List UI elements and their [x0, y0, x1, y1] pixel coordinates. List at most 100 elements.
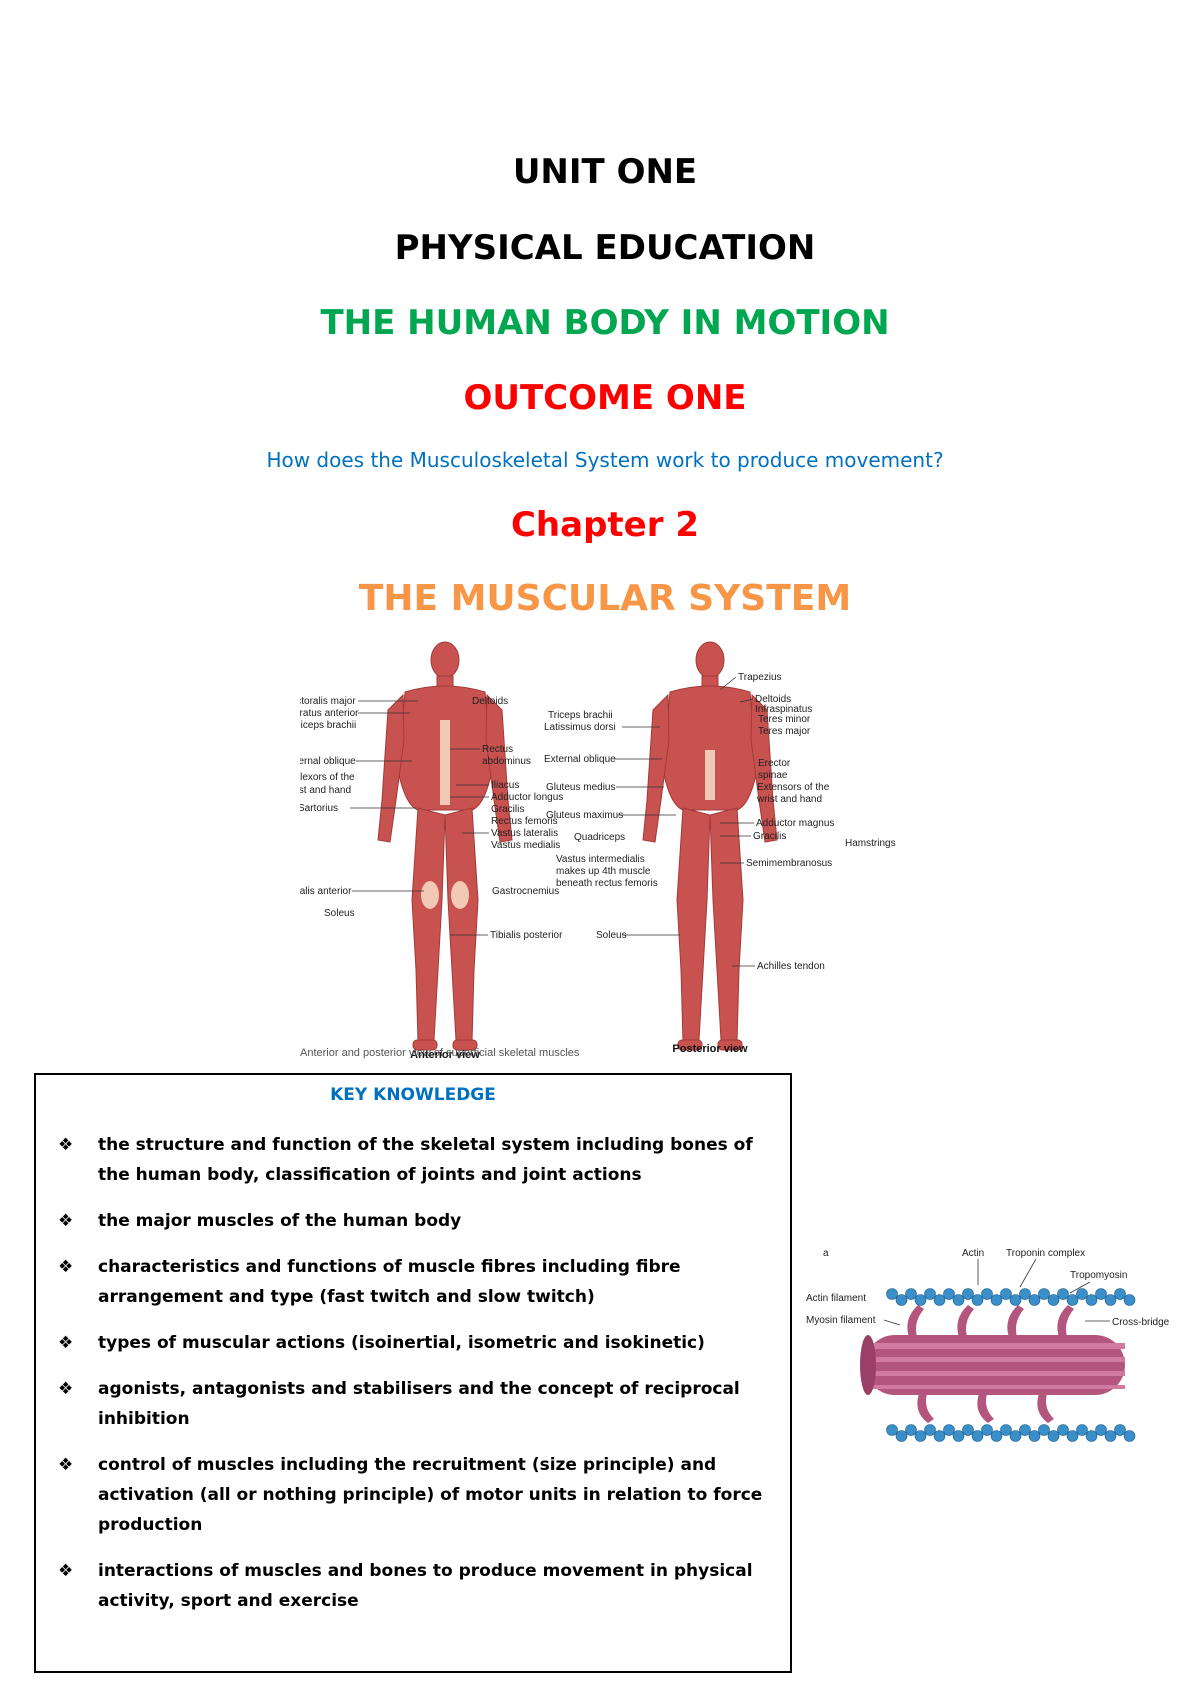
actin-bead — [1047, 1430, 1060, 1442]
key-knowledge-text: the major muscles of the human body — [98, 1211, 462, 1231]
muscle-label: Flexors of the — [300, 772, 355, 783]
actin-bead — [990, 1430, 1003, 1442]
chapter-title: THE MUSCULAR SYSTEM — [358, 578, 852, 619]
muscle-label: External oblique — [300, 756, 356, 767]
troponin-complex-label: Troponin complex — [1006, 1248, 1085, 1259]
actin-bead — [943, 1424, 955, 1436]
key-knowledge-text: types of muscular actions (isoinertial, … — [98, 1333, 705, 1353]
muscle-label: Gluteus maximus — [546, 810, 623, 821]
muscle-label: Pectoralis major — [300, 696, 356, 707]
actin-bead — [1019, 1424, 1031, 1436]
key-knowledge-item: ❖ characteristics and functions of muscle… — [58, 1252, 778, 1312]
muscle-label: Extensors of the — [757, 782, 830, 793]
muscle-label: Sartorius — [300, 803, 338, 814]
muscle-label: Achilles tendon — [757, 961, 825, 972]
muscle-label: Triceps brachii — [548, 710, 613, 721]
muscle-label: spinae — [758, 770, 788, 781]
actin-bead — [1009, 1294, 1022, 1306]
actin-bead — [1066, 1294, 1079, 1306]
muscle-label: Hamstrings — [845, 838, 896, 849]
actin-bead — [1104, 1294, 1117, 1306]
key-knowledge-item: ❖ the major muscles of the human body — [58, 1206, 778, 1236]
actin-myosin-diagram: a Actin Troponin complex Tropomyosin Act… — [806, 1248, 1170, 1442]
actin-bead — [1076, 1424, 1088, 1436]
muscle-label: Vastus lateralis — [491, 828, 558, 839]
actin-bead — [914, 1294, 927, 1306]
actin-bead — [1057, 1424, 1069, 1436]
leader-line — [719, 676, 737, 691]
muscle-label: Deltoids — [755, 694, 791, 705]
muscle-label: Iliacus — [491, 780, 519, 791]
muscle-label: Semimembranosus — [746, 858, 832, 869]
actin-bead — [962, 1288, 974, 1300]
muscle-label: Tibialis posterior — [490, 930, 563, 941]
muscle-label: Rectus femoris — [491, 816, 558, 827]
muscle-label: Latissimus dorsi — [544, 722, 616, 733]
muscle-label: Serratus anterior — [300, 708, 359, 719]
muscle-label: Gracilis — [491, 804, 524, 815]
actin-bead — [914, 1430, 927, 1442]
actin-bead — [933, 1430, 946, 1442]
key-knowledge-text: the structure and function of the skelet… — [98, 1135, 753, 1185]
actin-bead — [1095, 1424, 1107, 1436]
muscle-label: Adductor magnus — [756, 818, 834, 829]
bullet-icon: ❖ — [58, 1257, 74, 1277]
posterior-view-label: Posterior view — [672, 1043, 748, 1055]
muscle-label: Quadriceps — [574, 832, 625, 843]
anterior-labels: Pectoralis majorSerratus anteriorBiceps … — [300, 696, 563, 941]
actin-filament-label: Actin filament — [806, 1293, 866, 1304]
key-knowledge-item: ❖ the structure and function of the skele… — [58, 1130, 778, 1190]
key-knowledge-item: ❖ interactions of muscles and bones to pr… — [58, 1556, 778, 1616]
muscle-label: Infraspinatus — [755, 704, 812, 715]
muscle-label: makes up 4th muscle — [556, 866, 651, 877]
actin-bead — [1028, 1430, 1041, 1442]
actin-bead — [1123, 1430, 1136, 1442]
actin-bead — [933, 1294, 946, 1306]
key-knowledge-text: characteristics and functions of muscle … — [98, 1257, 681, 1307]
bullet-icon: ❖ — [58, 1561, 74, 1581]
actin-bead — [1114, 1288, 1126, 1300]
actin-bead — [952, 1294, 965, 1306]
actin-filament-top — [886, 1288, 1136, 1306]
bullet-icon: ❖ — [58, 1211, 74, 1231]
muscle-label: Rectus — [482, 744, 513, 755]
muscle-label: wrist and hand — [756, 794, 822, 805]
area-title: THE HUMAN BODY IN MOTION — [320, 303, 890, 343]
outcome-question: How does the Musculoskeletal System work… — [266, 448, 944, 472]
muscle-label: wrist and hand — [300, 785, 351, 796]
actin-bead — [962, 1424, 974, 1436]
actin-bead — [1047, 1294, 1060, 1306]
actin-bead — [1076, 1288, 1088, 1300]
key-knowledge-item: ❖control of muscles including the recrui… — [58, 1450, 778, 1540]
muscle-label: Teres minor — [758, 714, 811, 725]
key-knowledge-text: control of muscles including the recruit… — [98, 1455, 763, 1535]
actin-bead — [895, 1430, 908, 1442]
myosin-filament-label: Myosin filament — [806, 1315, 876, 1326]
posterior-body — [642, 641, 778, 1051]
muscle-label: abdominus — [482, 756, 531, 767]
muscle-label: Gracilis — [753, 831, 786, 842]
muscle-label: Gluteus medius — [546, 782, 615, 793]
key-knowledge-text: interactions of muscles and bones to pro… — [98, 1561, 753, 1611]
actin-filament-bottom — [886, 1424, 1136, 1442]
bullet-icon: ❖ — [58, 1333, 74, 1353]
actin-bead — [924, 1288, 936, 1300]
unit-title: UNIT ONE — [512, 152, 698, 192]
actin-bead — [1085, 1294, 1098, 1306]
actin-bead — [1057, 1288, 1069, 1300]
actin-bead — [1114, 1424, 1126, 1436]
muscle-label: External oblique — [544, 754, 616, 765]
actin-bead — [990, 1294, 1003, 1306]
key-knowledge-item: ❖agonists, antagonists and stabilisers a… — [58, 1374, 778, 1434]
outcome-title: OUTCOME ONE — [463, 378, 747, 418]
chapter-number: Chapter 2 — [510, 505, 699, 545]
actin-bead — [886, 1288, 898, 1300]
actin-bead — [1066, 1430, 1079, 1442]
tropomyosin-label: Tropomyosin — [1070, 1270, 1127, 1281]
muscle-label: Erector — [758, 758, 791, 769]
bullet-icon: ❖ — [58, 1135, 74, 1155]
muscle-label: Deltoids — [472, 696, 508, 707]
cross-bridge-label: Cross-bridge — [1112, 1317, 1170, 1328]
bullet-icon: ❖ — [58, 1379, 74, 1399]
actin-bead — [905, 1288, 917, 1300]
